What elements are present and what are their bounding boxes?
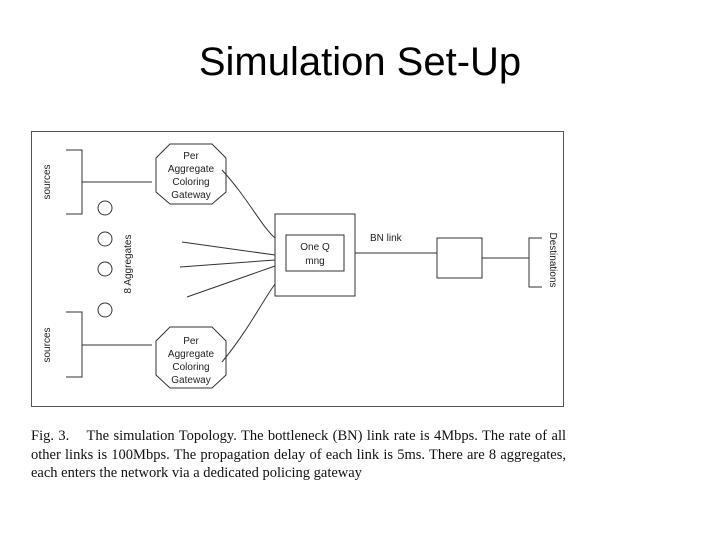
gateway-top-line-3: Coloring [172, 177, 209, 188]
link-gateway-top-queue [221, 169, 276, 239]
queue-inner-box [285, 234, 345, 272]
gateway-bottom-line-4: Gateway [171, 375, 210, 386]
topology-figure: Per Aggregate Coloring Gateway Per Aggre… [31, 131, 564, 407]
caption-text: The simulation Topology. The bottleneck … [31, 428, 566, 481]
bn-link-label: BN link [370, 233, 403, 244]
sources-top-bracket [66, 149, 83, 215]
gateway-top-shape [155, 143, 227, 205]
queue-label-line-2: mng [305, 256, 324, 267]
gateway-bottom-shape [155, 326, 227, 389]
figure-caption: Fig. 3. The simulation Topology. The bot… [31, 427, 566, 483]
gateway-bottom-line-2: Aggregate [168, 349, 215, 360]
gateway-bottom-line-1: Per [183, 336, 199, 347]
destinations-label: Destinations [547, 232, 558, 287]
aggregate-node-1 [97, 200, 113, 216]
aggregate-link-3 [186, 265, 276, 298]
gateway-top-line-1: Per [183, 151, 199, 162]
aggregate-node-4 [97, 302, 113, 318]
aggregate-link-2 [179, 259, 276, 268]
aggregate-node-2 [97, 231, 113, 247]
aggregates-label: 8 Aggregates [123, 235, 134, 294]
sources-bottom-label: sources [42, 327, 53, 362]
queue-node [274, 213, 356, 297]
gateway-top-line-2: Aggregate [168, 164, 215, 175]
topology-diagram: Per Aggregate Coloring Gateway Per Aggre… [42, 143, 558, 389]
destinations-bracket [528, 237, 542, 288]
gateway-top-line-4: Gateway [171, 190, 210, 201]
link-gateway-bottom-queue [221, 283, 276, 363]
aggregate-node-3 [97, 261, 113, 277]
second-router-node [436, 237, 483, 279]
slide-title: Simulation Set-Up [198, 40, 522, 84]
aggregate-link-1 [181, 241, 276, 256]
caption-fig-number: Fig. 3. [31, 428, 70, 444]
gateway-bottom-line-3: Coloring [172, 362, 209, 373]
sources-bottom-bracket [66, 311, 83, 378]
sources-top-label: sources [42, 164, 53, 199]
queue-label-line-1: One Q [300, 242, 330, 253]
